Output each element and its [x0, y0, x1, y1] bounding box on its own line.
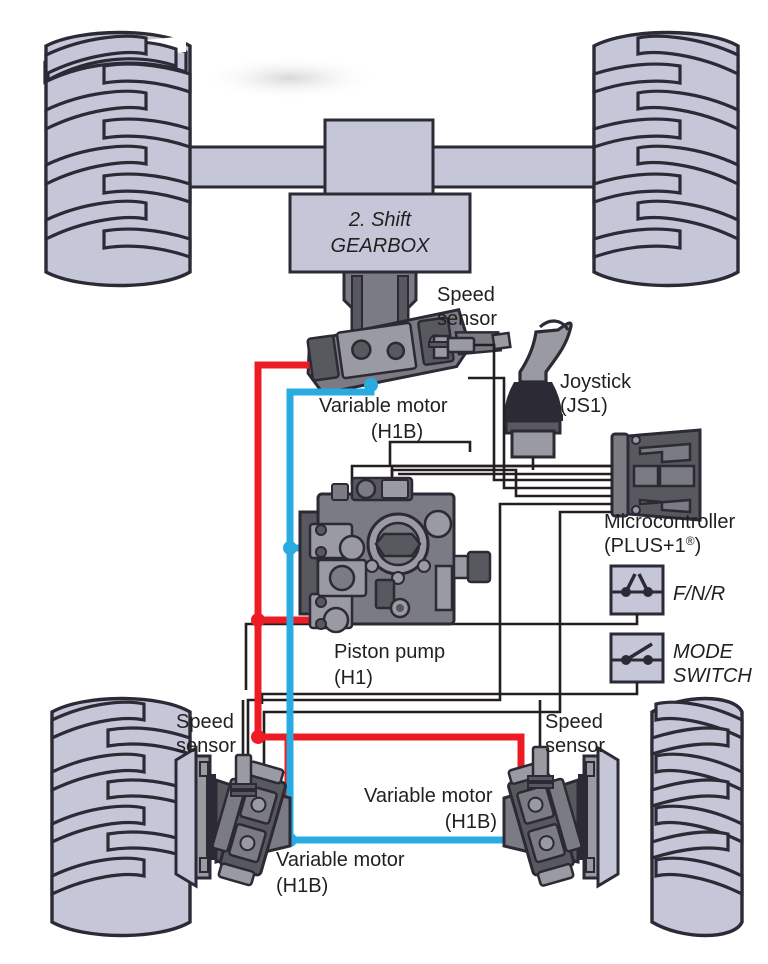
- piston-pump-label-line1: Piston pump: [334, 641, 445, 663]
- joystick-label-line1: Joystick: [560, 371, 632, 393]
- variable-motor-top-label-line1: Variable motor: [319, 395, 448, 417]
- speed-sensor-rear-right: [527, 745, 554, 789]
- microcontroller-label-line2: (PLUS+1®): [604, 534, 701, 557]
- variable-motor-rear-left-label-line2: (H1B): [276, 875, 328, 897]
- wheel-rear-right: [650, 696, 744, 938]
- wheel-front-right: [592, 30, 740, 288]
- gearbox: [288, 192, 472, 274]
- speed-sensor-rear-left: [230, 753, 257, 797]
- signal-wire-harness: [241, 343, 639, 770]
- microcontroller-label-line1: Microcontroller: [604, 511, 735, 533]
- speed-sensor-rear-left-label-line1: Speed: [176, 711, 234, 733]
- mode-switch[interactable]: [609, 632, 665, 684]
- speed-sensor-top-label-line2: sensor: [437, 308, 497, 330]
- piston-pump-label-line2: (H1): [334, 667, 373, 689]
- joystick-boot: [503, 382, 563, 421]
- microcontroller[interactable]: [610, 428, 702, 522]
- piston-pump: [298, 476, 492, 634]
- variable-motor-rear-left-label-line1: Variable motor: [276, 849, 405, 871]
- gearbox-label-line2: GEARBOX: [331, 235, 431, 257]
- joystick-label-line2: (JS1): [560, 395, 608, 417]
- variable-motor-top-label-line2: (H1B): [371, 421, 423, 443]
- variable-motor-rear-right: [507, 761, 583, 887]
- speed-sensor-top: [428, 334, 476, 360]
- speed-sensor-rear-left-label-line2: sensor: [176, 735, 236, 757]
- wheel-rear-left: [50, 696, 192, 938]
- background-shadow: [200, 56, 380, 100]
- speed-sensor-top-label-line1: Speed: [437, 284, 495, 306]
- mode-switch-label-line2: SWITCH: [673, 665, 752, 687]
- front-axle-shaft: [148, 118, 620, 208]
- speed-sensor-rear-right-label-line2: sensor: [545, 735, 605, 757]
- wheel-front-left: [43, 30, 192, 288]
- mode-switch-label-line1: MODE: [673, 641, 734, 663]
- speed-sensor-rear-right-label-line1: Speed: [545, 711, 603, 733]
- variable-motor-rear-right-label-line2: (H1B): [445, 811, 497, 833]
- fnr-switch-label: F/N/R: [673, 583, 725, 605]
- fnr-switch[interactable]: [609, 564, 665, 616]
- gearbox-label-line1: 2. Shift: [348, 209, 413, 231]
- variable-motor-rear-right-label-line1: Variable motor: [364, 785, 493, 807]
